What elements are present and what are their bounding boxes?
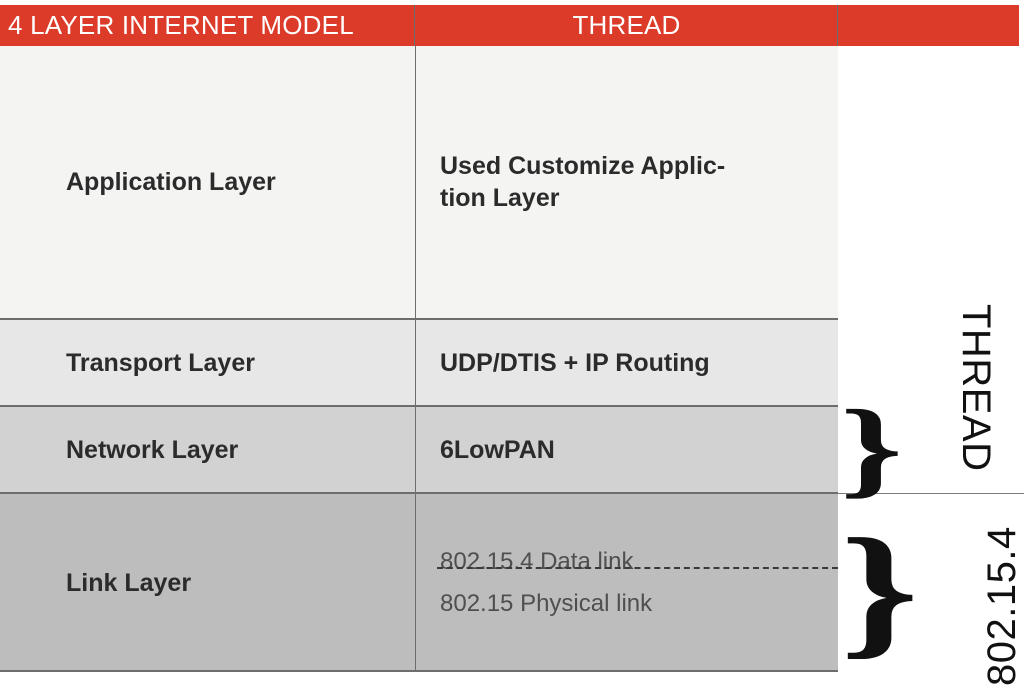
thread-value-application-line2: tion Layer bbox=[440, 184, 560, 212]
curly-brace-icon-thread: } bbox=[840, 387, 903, 509]
cell-layer-name-network: Network Layer bbox=[0, 407, 415, 492]
cell-thread-network: 6LowPAN bbox=[415, 407, 838, 492]
row-separator-2 bbox=[0, 405, 838, 407]
layer-name-network: Network Layer bbox=[66, 435, 239, 464]
layer-name-transport: Transport Layer bbox=[66, 348, 255, 377]
layer-name-link: Link Layer bbox=[66, 569, 192, 597]
thread-value-link-physical: 802.15 Physical link bbox=[440, 590, 653, 617]
annotation-label-802154: 802.15.4 bbox=[980, 526, 1024, 686]
annotation-panel: } } THREAD 802.15.4 bbox=[838, 46, 1024, 686]
table-bottom-border bbox=[0, 670, 838, 672]
annotation-group-divider bbox=[838, 493, 1024, 494]
curly-brace-icon-802154: } bbox=[840, 507, 919, 672]
header-divider-2 bbox=[837, 5, 838, 46]
dashed-divider-link-layer bbox=[437, 567, 838, 569]
layer-name-application: Application Layer bbox=[66, 168, 276, 196]
table-row-transport-layer: Transport Layer UDP/DTIS + IP Routing bbox=[0, 320, 838, 405]
cell-layer-name-application: Application Layer bbox=[0, 46, 415, 318]
header-column-thread: THREAD bbox=[572, 10, 681, 40]
cell-thread-application: Used Customize Applic- tion Layer bbox=[415, 46, 838, 318]
cell-layer-name-transport: Transport Layer bbox=[0, 320, 415, 405]
cell-thread-transport: UDP/DTIS + IP Routing bbox=[415, 320, 838, 405]
table-row-network-layer: Network Layer 6LowPAN bbox=[0, 407, 838, 492]
row-separator-1 bbox=[0, 318, 838, 320]
cell-layer-name-link: Link Layer bbox=[0, 494, 415, 672]
table-header-bar: 4 LAYER INTERNET MODEL THREAD bbox=[0, 5, 1019, 46]
table-row-application-layer: Application Layer Used Customize Applic-… bbox=[0, 46, 838, 318]
table-row-link-layer: Link Layer 802.15.4 Data link 802.15 Phy… bbox=[0, 494, 838, 672]
thread-value-link-data: 802.15.4 Data link bbox=[440, 548, 634, 575]
thread-value-transport: UDP/DTIS + IP Routing bbox=[440, 348, 710, 377]
annotation-label-thread: THREAD bbox=[954, 304, 998, 472]
header-divider-1 bbox=[414, 5, 415, 46]
header-column-internet-model: 4 LAYER INTERNET MODEL bbox=[8, 10, 354, 40]
cell-thread-link: 802.15.4 Data link 802.15 Physical link bbox=[415, 494, 838, 672]
thread-value-application-line1: Used Customize Applic- bbox=[440, 152, 726, 180]
layer-comparison-table: Application Layer Used Customize Applic-… bbox=[0, 46, 838, 672]
thread-value-network: 6LowPAN bbox=[440, 435, 555, 464]
row-separator-3 bbox=[0, 492, 838, 494]
